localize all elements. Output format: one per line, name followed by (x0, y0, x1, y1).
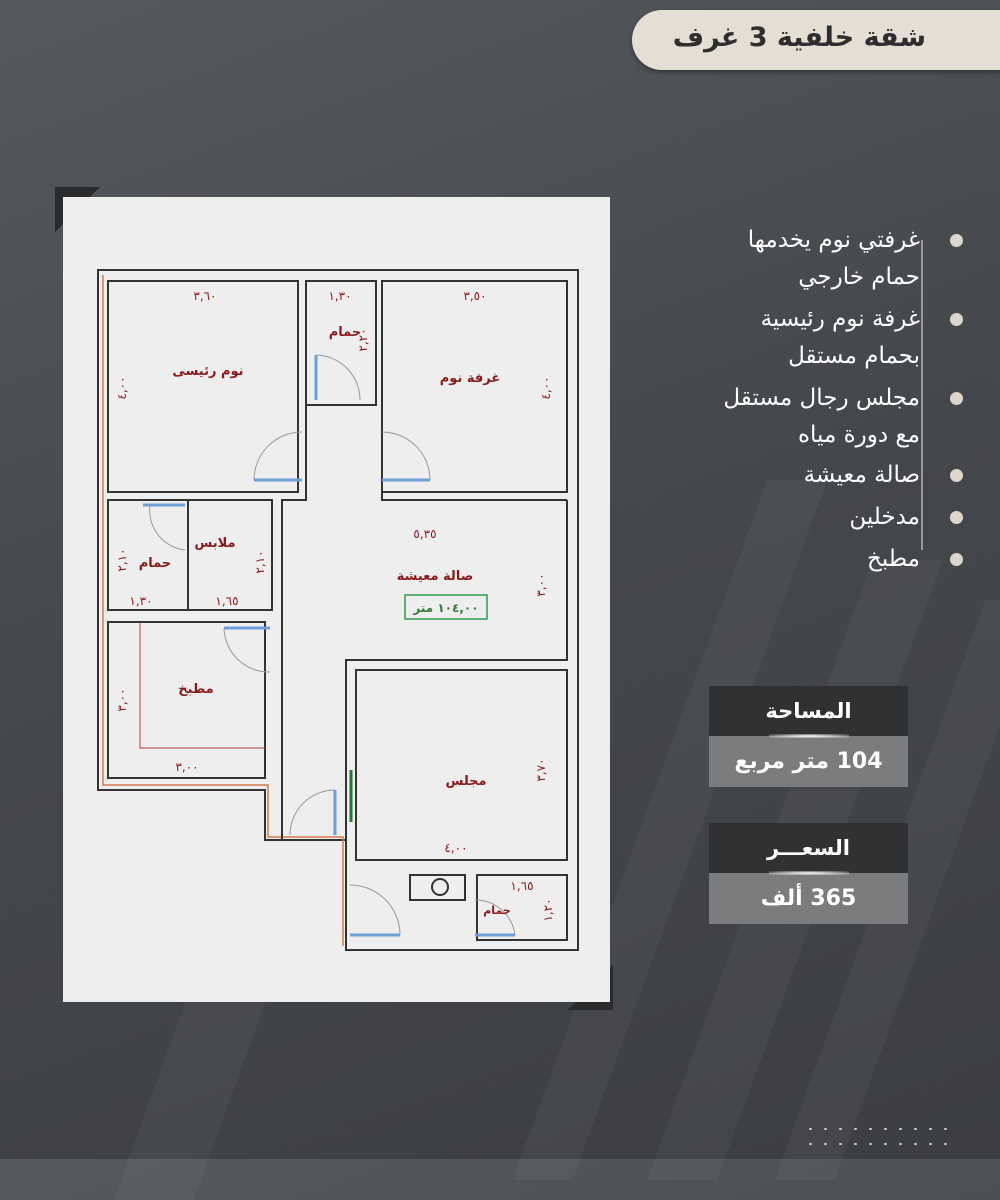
living-area-box (404, 594, 488, 620)
living-walls (281, 500, 568, 950)
feature-timeline-line (921, 240, 923, 550)
bullet-icon (950, 511, 963, 524)
room-label-kitchen: مطبخ (178, 682, 213, 697)
room-label-bedroom: غرفة نوم (440, 371, 500, 386)
dim-bath-top-w: ١,٣٠ (328, 289, 351, 303)
bullet-icon (950, 313, 963, 326)
corridor-walls (281, 405, 567, 610)
kitchen-inner (139, 622, 265, 749)
glow-decoration (769, 734, 849, 738)
dim-bath-small-h: ١,٢٠ (541, 898, 555, 921)
price-label: السعـــر (709, 823, 908, 873)
closet-walls (187, 499, 273, 611)
feature-text: غرفتي نوم يخدمها حمام خارجي (747, 227, 920, 290)
living-area-label: ١٠٤,٠٠ متر (412, 601, 478, 615)
dots-decoration (803, 1128, 948, 1130)
page-title: شقة خلفية 3 غرف (672, 22, 926, 53)
floor-plan: نوم رئيسى حمام غرفة نوم حمام ملابس صالة … (97, 269, 579, 951)
feature-item: مطبخ (620, 541, 963, 578)
room-label-bath-small: حمام (483, 904, 511, 917)
price-box: السعـــر 365 ألف (709, 823, 908, 924)
dim-majlis-w: ٤,٠٠ (444, 841, 467, 855)
feature-text: صالة معيشة (803, 462, 920, 488)
room-label-majlis: مجلس (445, 774, 486, 789)
bullet-icon (950, 553, 963, 566)
feature-text: مجلس رجال مستقل مع دورة مياه (723, 385, 920, 448)
feature-text: مطبخ (867, 546, 920, 572)
feature-text: مدخلين (849, 504, 920, 530)
area-label: المساحة (709, 686, 908, 736)
feature-list: غرفتي نوم يخدمها حمام خارجي غرفة نوم رئي… (620, 222, 963, 583)
dim-master-h: ٤,٠٠ (115, 376, 129, 399)
bedroom-walls (381, 280, 568, 493)
background-stripe (113, 1000, 267, 1200)
dim-bedroom-w: ٣,٥٠ (463, 289, 486, 303)
door-swings (149, 354, 516, 936)
kitchen-walls (107, 621, 266, 779)
bullet-icon (950, 469, 963, 482)
room-label-bath-top: حمام (329, 325, 362, 340)
dots-decoration (803, 1143, 948, 1145)
storage-walls (409, 874, 466, 901)
room-label-closet: ملابس (194, 536, 235, 551)
door-leaves (143, 355, 515, 937)
room-label-master-bedroom: نوم رئيسى (172, 364, 243, 379)
area-box: المساحة 104 متر مربع (709, 686, 908, 787)
price-value: 365 ألف (709, 873, 908, 924)
glow-decoration (769, 871, 849, 875)
dim-closet-h: ٢,١٠ (253, 550, 267, 573)
bullet-icon (950, 234, 963, 247)
dim-master-w: ٣,٦٠ (193, 289, 216, 303)
master-bedroom-walls (107, 280, 299, 493)
dim-closet-w: ١,٦٥ (215, 594, 238, 608)
dim-bath-small-w: ١,٦٥ (510, 879, 533, 893)
feature-item: غرفة نوم رئيسية بحمام مستقل (620, 301, 963, 375)
feature-text: غرفة نوم رئيسية بحمام مستقل (760, 306, 920, 369)
dim-kitchen-h: ٣,٠٠ (115, 688, 129, 711)
feature-item: صالة معيشة (620, 457, 963, 494)
dim-bedroom-h: ٤,٠٠ (539, 376, 553, 399)
majlis-walls (355, 669, 568, 861)
bath-small-walls (476, 874, 568, 941)
floor-plan-card: نوم رئيسى حمام غرفة نوم حمام ملابس صالة … (63, 197, 610, 1002)
dim-living-w: ٥,٣٥ (413, 527, 436, 541)
feature-item: مدخلين (620, 499, 963, 536)
area-value: 104 متر مربع (709, 736, 908, 787)
dim-majlis-h: ٣,٧٠ (534, 758, 548, 781)
dim-kitchen-w: ٣,٠٠ (175, 760, 198, 774)
dim-bath-left-h: ٢,١٠ (115, 548, 129, 571)
dim-bath-top-h: ٢,٢٠ (356, 328, 370, 351)
dim-bath-left-w: ١,٣٠ (129, 594, 152, 608)
bath-top-walls (305, 280, 377, 406)
room-label-bath-left: حمام (139, 556, 172, 571)
heater-icon (431, 878, 449, 896)
feature-item: غرفتي نوم يخدمها حمام خارجي (620, 222, 963, 296)
room-label-living: صالة معيشة (397, 569, 474, 584)
title-banner: شقة خلفية 3 غرف (632, 10, 1000, 70)
bullet-icon (950, 392, 963, 405)
feature-item: مجلس رجال مستقل مع دورة مياه (620, 380, 963, 454)
dim-living-h: ٣,٠٠ (534, 573, 548, 596)
orange-outline (102, 275, 344, 946)
